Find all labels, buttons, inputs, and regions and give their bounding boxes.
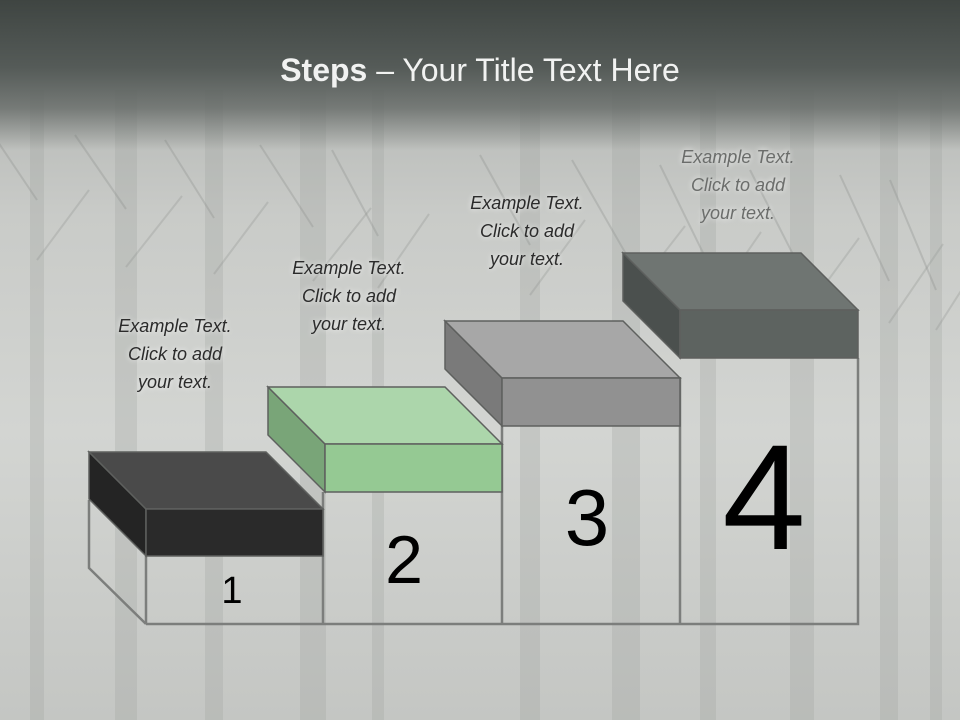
step-1-caption-line-3: your text. — [137, 372, 213, 392]
step-4-caption-line-1: Example Text. — [681, 147, 795, 167]
tree-branch — [331, 149, 379, 237]
step-2-caption-line-3: your text. — [311, 314, 387, 334]
tree-branch — [571, 159, 627, 255]
step-1-block[interactable] — [87, 450, 325, 558]
tree-branch — [479, 154, 531, 246]
step-1-caption-line-1: Example Text. — [118, 316, 232, 336]
title-bold-part: Steps — [280, 52, 368, 88]
step-3-number: 3 — [564, 473, 610, 562]
tree-branch — [377, 213, 430, 289]
tree-trunk — [880, 90, 898, 720]
step-2-number: 2 — [385, 522, 423, 598]
tree-branch — [889, 179, 937, 291]
title-bar — [0, 0, 960, 150]
tree-branch — [164, 139, 215, 219]
tree-branch — [935, 290, 960, 331]
step-1-number: 1 — [221, 570, 243, 612]
tree-branch — [125, 195, 183, 268]
tree-trunk — [790, 90, 814, 720]
step-3-caption-line-3: your text. — [489, 249, 565, 269]
step-outline-line-6 — [87, 500, 147, 625]
step-3-block-front — [501, 377, 681, 427]
tree-branch — [36, 189, 90, 261]
tree-branch — [529, 219, 586, 296]
tree-branch — [312, 207, 372, 282]
title-rest-part: – Your Title Text Here — [367, 52, 680, 88]
tree-trunk — [30, 90, 44, 720]
page-title[interactable]: Steps – Your Title Text Here — [0, 52, 960, 89]
step-3-caption[interactable]: Example Text. Click to add your text. — [427, 189, 627, 273]
step-4-caption[interactable]: Example Text. Click to add your text. — [638, 143, 838, 227]
step-4-caption-line-2: Click to add — [690, 175, 786, 195]
tree-trunk — [205, 90, 223, 720]
tree-trunk — [115, 90, 137, 720]
tree-branch — [259, 144, 314, 228]
step-blocks — [87, 251, 860, 558]
tree-branch — [213, 201, 269, 275]
step-3-caption-line-1: Example Text. — [470, 193, 584, 213]
step-3-block[interactable] — [443, 319, 682, 428]
tree-branch — [888, 243, 944, 324]
tree-trunk — [700, 90, 716, 720]
tree-branch — [839, 174, 890, 282]
step-2-caption-line-2: Click to add — [301, 286, 397, 306]
step-4-block[interactable] — [621, 251, 860, 360]
step-2-block-front — [324, 443, 503, 493]
step-4-block-front — [679, 309, 859, 359]
step-2-block[interactable] — [266, 385, 504, 494]
step-4-caption-line-3: your text. — [700, 203, 776, 223]
step-1-block-front — [145, 508, 324, 557]
step-2-caption[interactable]: Example Text. Click to add your text. — [249, 254, 449, 338]
tree-branch — [0, 143, 38, 201]
step-1-caption[interactable]: Example Text. Click to add your text. — [75, 312, 275, 396]
step-2-caption-line-1: Example Text. — [292, 258, 406, 278]
tree-trunk — [930, 90, 942, 720]
step-1-caption-line-2: Click to add — [127, 344, 223, 364]
tree-branch — [659, 164, 709, 264]
step-3-caption-line-2: Click to add — [479, 221, 575, 241]
step-4-number: 4 — [722, 413, 806, 581]
step-outline-line-1 — [146, 358, 860, 626]
